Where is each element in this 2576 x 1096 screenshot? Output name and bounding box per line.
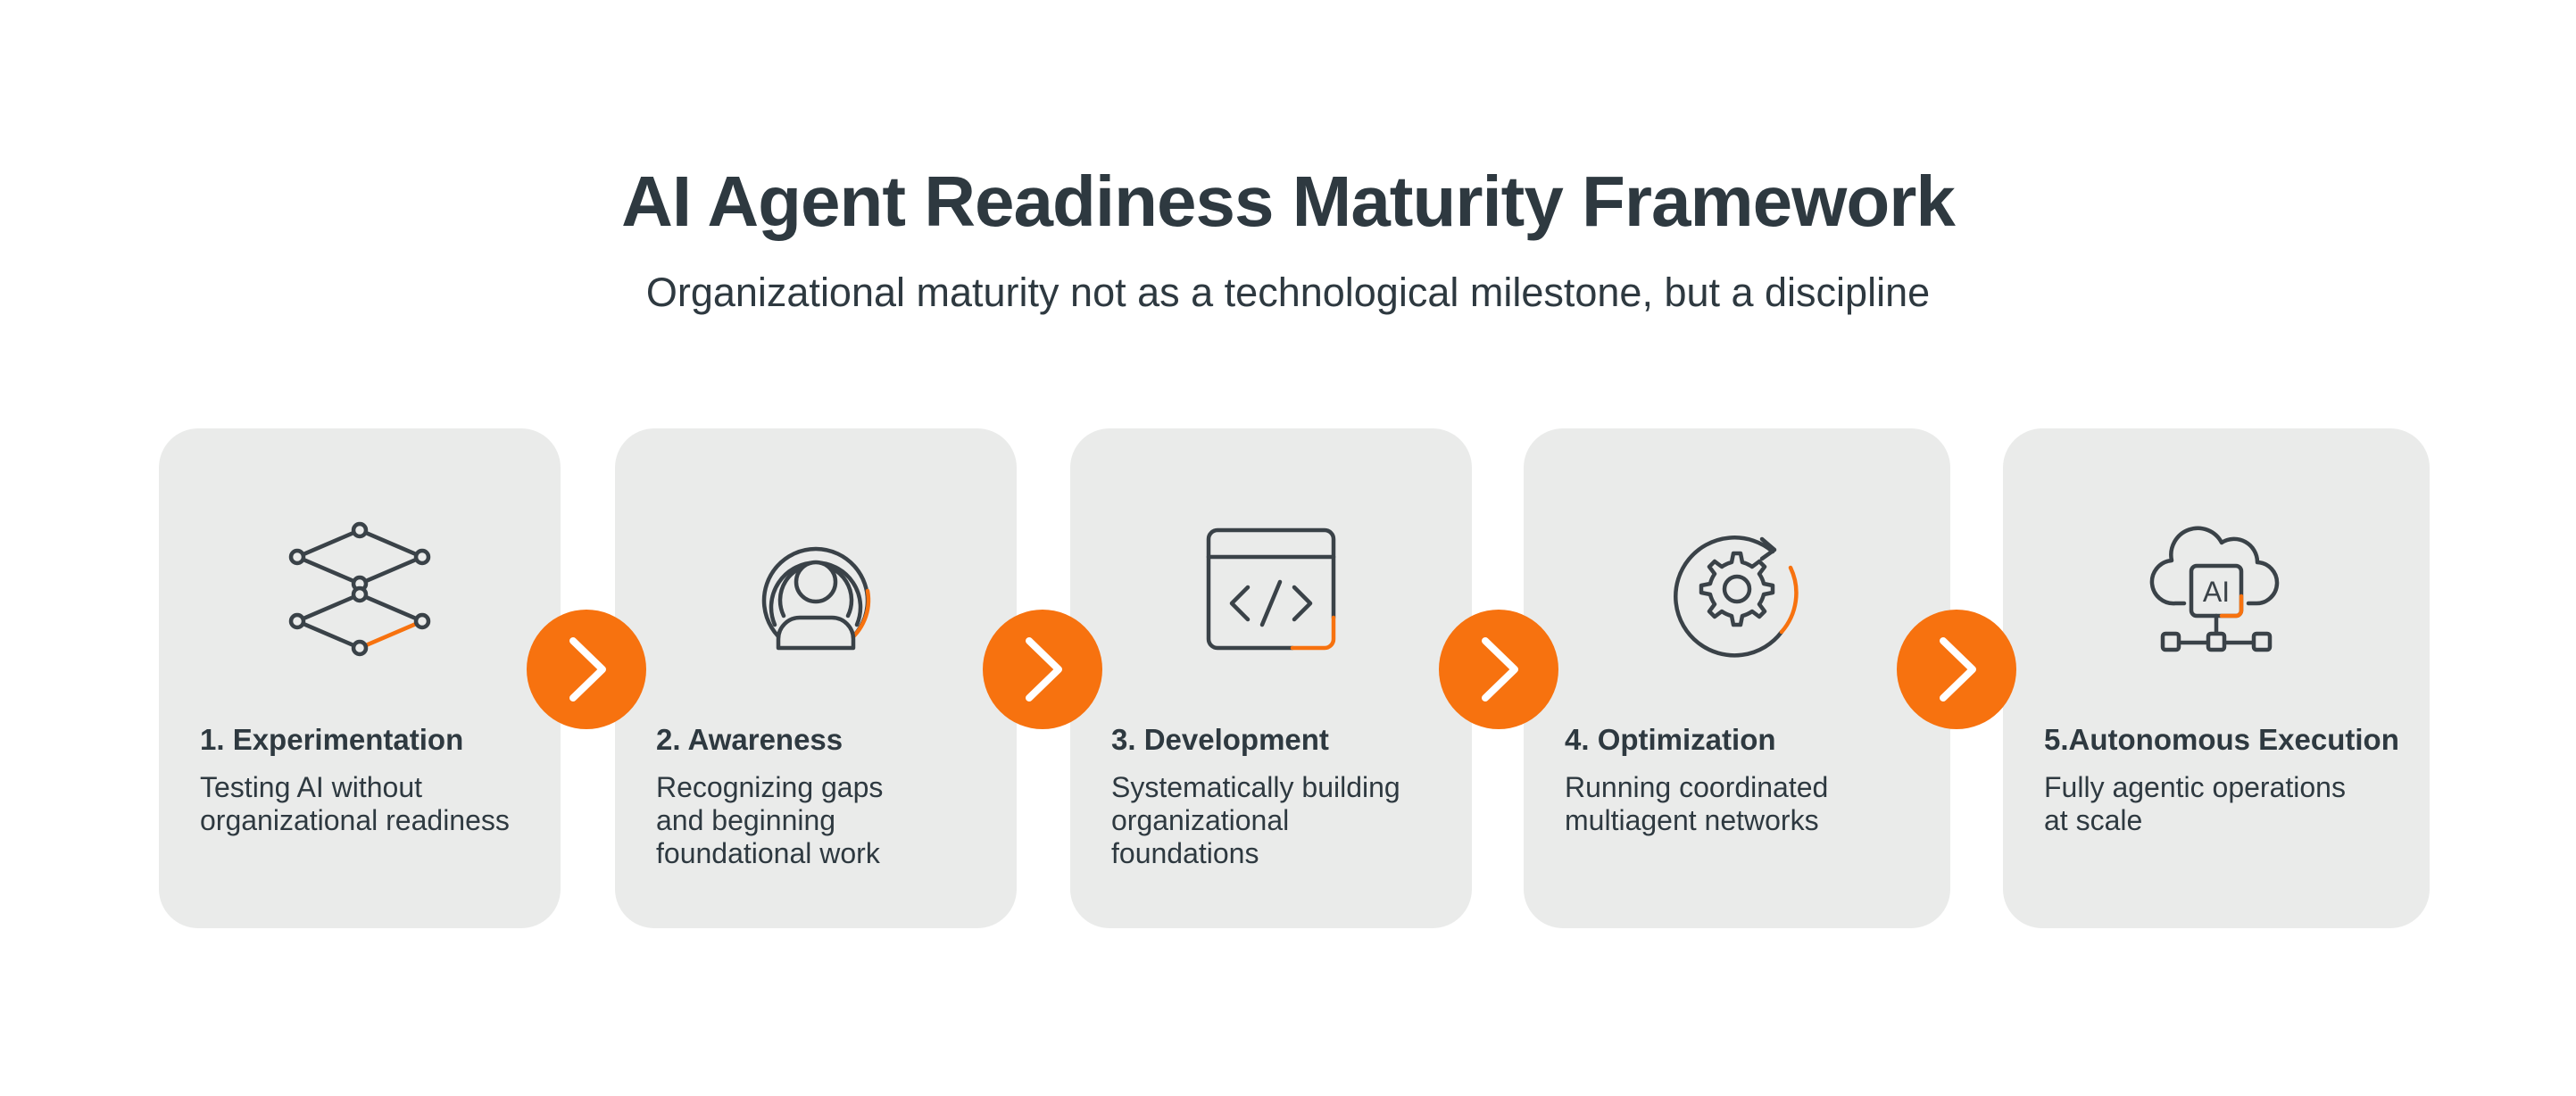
next-arrow-2 xyxy=(983,610,1102,729)
next-arrow-4 xyxy=(1897,610,2016,729)
page-title: AI Agent Readiness Maturity Framework xyxy=(621,162,1956,241)
next-arrow-3 xyxy=(1439,610,1558,729)
stage-title: 1. Experimentation xyxy=(200,723,464,756)
ai-icon-label: AI xyxy=(2203,576,2230,608)
stage-title: 3. Development xyxy=(1111,723,1329,756)
stage-title: 5.Autonomous Execution xyxy=(2044,723,2399,756)
stage-card-awareness: 2. Awareness Recognizing gaps and beginn… xyxy=(615,428,1017,928)
person-radar-icon xyxy=(744,518,887,660)
stage-card-experimentation: 1. Experimentation Testing AI without or… xyxy=(159,428,561,928)
stage-description: Fully agentic operations at scale xyxy=(2044,771,2346,836)
stage-description: Recognizing gaps and beginning foundatio… xyxy=(656,771,884,869)
stage-title: 2. Awareness xyxy=(656,723,843,756)
next-arrow-1 xyxy=(527,610,646,729)
gear-cycle-icon xyxy=(1666,518,1808,660)
chevron-right-icon xyxy=(1026,637,1062,702)
chevron-right-icon xyxy=(1940,637,1976,702)
stage-card-development: 3. Development Systematically building o… xyxy=(1070,428,1472,928)
chevron-right-icon xyxy=(1482,637,1518,702)
stage-description: Systematically building organizational f… xyxy=(1111,771,1400,869)
ai-cloud-network-icon: AI xyxy=(2145,518,2288,660)
stage-card-autonomous-execution: AI 5.Autonomous Execution Fully agentic … xyxy=(2003,428,2430,928)
stage-title: 4. Optimization xyxy=(1565,723,1776,756)
stage-description: Testing AI without organizational readin… xyxy=(200,771,510,836)
stage-card-optimization: 4. Optimization Running coordinated mult… xyxy=(1524,428,1950,928)
chevron-right-icon xyxy=(569,637,606,702)
network-layers-icon xyxy=(288,518,431,660)
code-window-icon xyxy=(1200,518,1342,660)
stage-description: Running coordinated multiagent networks xyxy=(1565,771,1829,836)
page-subtitle: Organizational maturity not as a technol… xyxy=(645,270,1931,315)
